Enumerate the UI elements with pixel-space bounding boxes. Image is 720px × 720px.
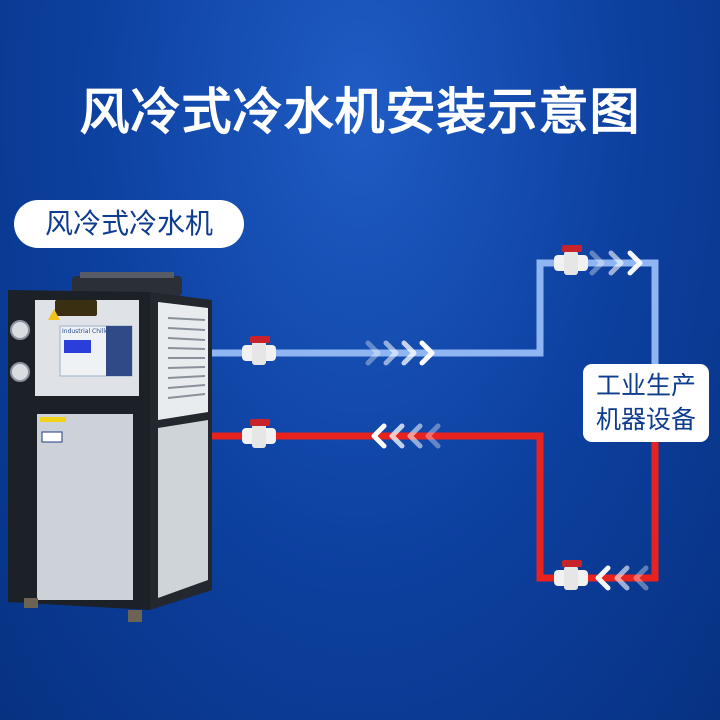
valve-icon — [554, 560, 588, 590]
supply-flow-arrows — [365, 250, 643, 366]
return-pipe — [212, 432, 659, 582]
supply-pipe — [212, 259, 659, 366]
equipment-label-line1: 工业生产 — [595, 371, 696, 400]
chiller-label: 风冷式冷水机 — [14, 200, 244, 248]
return-flow-arrows — [371, 423, 649, 591]
valve-icon — [242, 419, 276, 448]
equipment-label-line2: 机器设备 — [595, 405, 696, 434]
valve-icon — [242, 336, 276, 365]
equipment-label: 工业生产 机器设备 — [583, 364, 709, 442]
valve-icon — [554, 245, 588, 275]
page-title: 风冷式冷水机安装示意图 — [79, 83, 641, 141]
chiller-panel-text: Industrial Chiller — [62, 328, 112, 335]
chiller-machine — [8, 272, 212, 622]
